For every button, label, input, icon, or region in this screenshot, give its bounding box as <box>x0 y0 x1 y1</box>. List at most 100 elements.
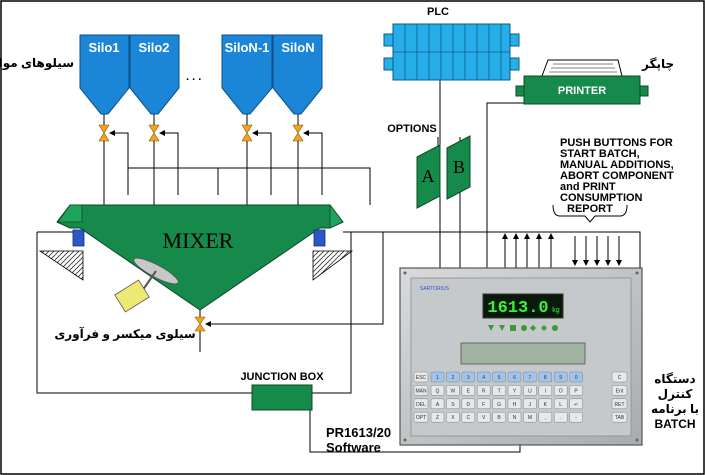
keypad-key-label: 0 <box>575 375 578 381</box>
silo-group: Silo1 Silo2 SiloN-1 SiloN . . . سیلوهای … <box>0 34 323 115</box>
indicator-icon <box>499 325 505 331</box>
silo-2-label: Silo2 <box>138 40 169 55</box>
printer-label-fa: چاپگر <box>641 57 674 71</box>
keypad-key[interactable]: 6 <box>507 371 522 383</box>
keypad-key-label: T <box>498 388 501 394</box>
controller-label-fa-3: با برنامه <box>651 402 699 416</box>
keypad-key[interactable]: 8 <box>538 371 553 383</box>
option-card-b-label: B <box>453 157 465 177</box>
keypad-key[interactable]: A <box>430 398 445 410</box>
options-cards: OPTIONS A B <box>387 123 471 209</box>
keypad-key[interactable]: ESC <box>413 371 429 383</box>
controller-label-fa-1: دستگاه <box>654 372 695 386</box>
keypad-key[interactable]: R <box>476 385 491 396</box>
keypad-key[interactable]: J <box>523 398 537 410</box>
keypad-key[interactable]: RET <box>611 398 628 410</box>
keypad-key[interactable]: W <box>446 385 460 396</box>
controller-label-fa-2: کنترل <box>658 387 693 401</box>
keypad-key[interactable]: TAB <box>611 411 628 423</box>
keypad-key-label: 5 <box>498 375 501 381</box>
keypad-key[interactable]: 9 <box>553 371 568 383</box>
keypad-key[interactable]: 5 <box>492 371 506 383</box>
keypad-key[interactable]: DEL <box>413 398 429 410</box>
keypad-key[interactable]: 3 <box>461 371 476 383</box>
keypad-key[interactable]: G <box>492 398 506 410</box>
keypad-key[interactable]: C <box>611 371 628 383</box>
keypad-key[interactable]: OPT <box>413 411 429 423</box>
valve-icon <box>241 124 253 142</box>
keypad-key-label: X <box>451 415 455 421</box>
silo-n-minus-1-label: SiloN-1 <box>225 40 270 55</box>
keypad-key-label: . <box>560 415 561 421</box>
keypad-key[interactable]: 4 <box>476 371 491 383</box>
keypad-key[interactable]: ↵ <box>569 398 583 410</box>
silo-n: SiloN <box>272 34 323 115</box>
keypad-key[interactable]: B <box>492 411 506 423</box>
keypad-key[interactable]: L <box>553 398 568 410</box>
keypad-key[interactable]: H <box>507 398 522 410</box>
keypad-key[interactable]: P <box>569 385 583 396</box>
keypad-key-label: 4 <box>482 375 485 381</box>
keypad-key[interactable]: O <box>553 385 568 396</box>
printer-label: PRINTER <box>558 85 606 97</box>
junction-box: JUNCTION BOX <box>240 371 324 411</box>
keypad-key[interactable]: MAN <box>413 385 429 396</box>
keypad-key[interactable]: Q <box>430 385 445 396</box>
keypad-key-label: N <box>513 415 517 421</box>
keypad-key[interactable]: X <box>446 411 460 423</box>
keypad-key[interactable]: V <box>476 411 491 423</box>
keypad-key[interactable]: 7 <box>523 371 537 383</box>
keypad-key-label: 3 <box>467 375 470 381</box>
push-buttons-line-6: CONSUMPTION <box>560 192 643 204</box>
silo-valves <box>98 124 304 142</box>
keypad-key[interactable]: I <box>538 385 553 396</box>
load-cell-right <box>313 229 326 247</box>
keypad-key[interactable]: Y <box>507 385 522 396</box>
software-line2: Software <box>326 440 381 455</box>
keypad-key[interactable]: , <box>538 411 553 423</box>
support-left <box>38 250 84 281</box>
keypad-key-label: Ent <box>616 388 624 394</box>
keypad-key[interactable]: E <box>461 385 476 396</box>
keypad-key[interactable]: 1 <box>430 371 445 383</box>
keypad-key[interactable]: - <box>569 411 583 423</box>
keypad-key[interactable]: 0 <box>569 371 583 383</box>
keypad-key-label: MAN <box>415 388 427 394</box>
load-cell-left <box>72 229 85 247</box>
silos-label-fa: سیلوهای مواد <box>0 56 74 71</box>
keypad-key-label: 9 <box>559 375 562 381</box>
keypad-key[interactable]: C <box>461 411 476 423</box>
keypad-key-label: B <box>497 415 501 421</box>
keypad-key[interactable]: U <box>523 385 537 396</box>
controller-labels: دستگاه کنترل با برنامه BATCH <box>651 372 699 431</box>
keypad-key[interactable]: F <box>476 398 491 410</box>
valve-icon <box>292 124 304 142</box>
text-lcd <box>460 342 586 365</box>
keypad-key[interactable]: Ent <box>611 385 628 396</box>
mixer-motor <box>114 279 150 313</box>
keypad-key[interactable]: N <box>507 411 522 423</box>
keypad-key[interactable]: . <box>553 411 568 423</box>
silo-pipes <box>103 114 299 205</box>
agitator <box>114 257 179 313</box>
keypad-key[interactable]: D <box>461 398 476 410</box>
keypad-key[interactable]: 2 <box>446 371 460 383</box>
keypad-key[interactable]: Z <box>430 411 445 423</box>
silo-2: Silo2 <box>129 34 180 115</box>
indicator-icon <box>552 325 558 331</box>
keypad-key[interactable]: K <box>538 398 553 410</box>
keypad-key-label: K <box>544 402 548 408</box>
keypad-key[interactable]: T <box>492 385 506 396</box>
keypad-key[interactable]: M <box>523 411 537 423</box>
keypad-key-label: Q <box>436 388 440 394</box>
valve-icon <box>98 124 110 142</box>
keypad-key-label: H <box>513 402 517 408</box>
keypad-key[interactable]: S <box>446 398 460 410</box>
mixer-output-label-fa: سیلوی میکسر و فرآوری <box>54 326 195 342</box>
keypad-key-label: L <box>559 402 562 408</box>
